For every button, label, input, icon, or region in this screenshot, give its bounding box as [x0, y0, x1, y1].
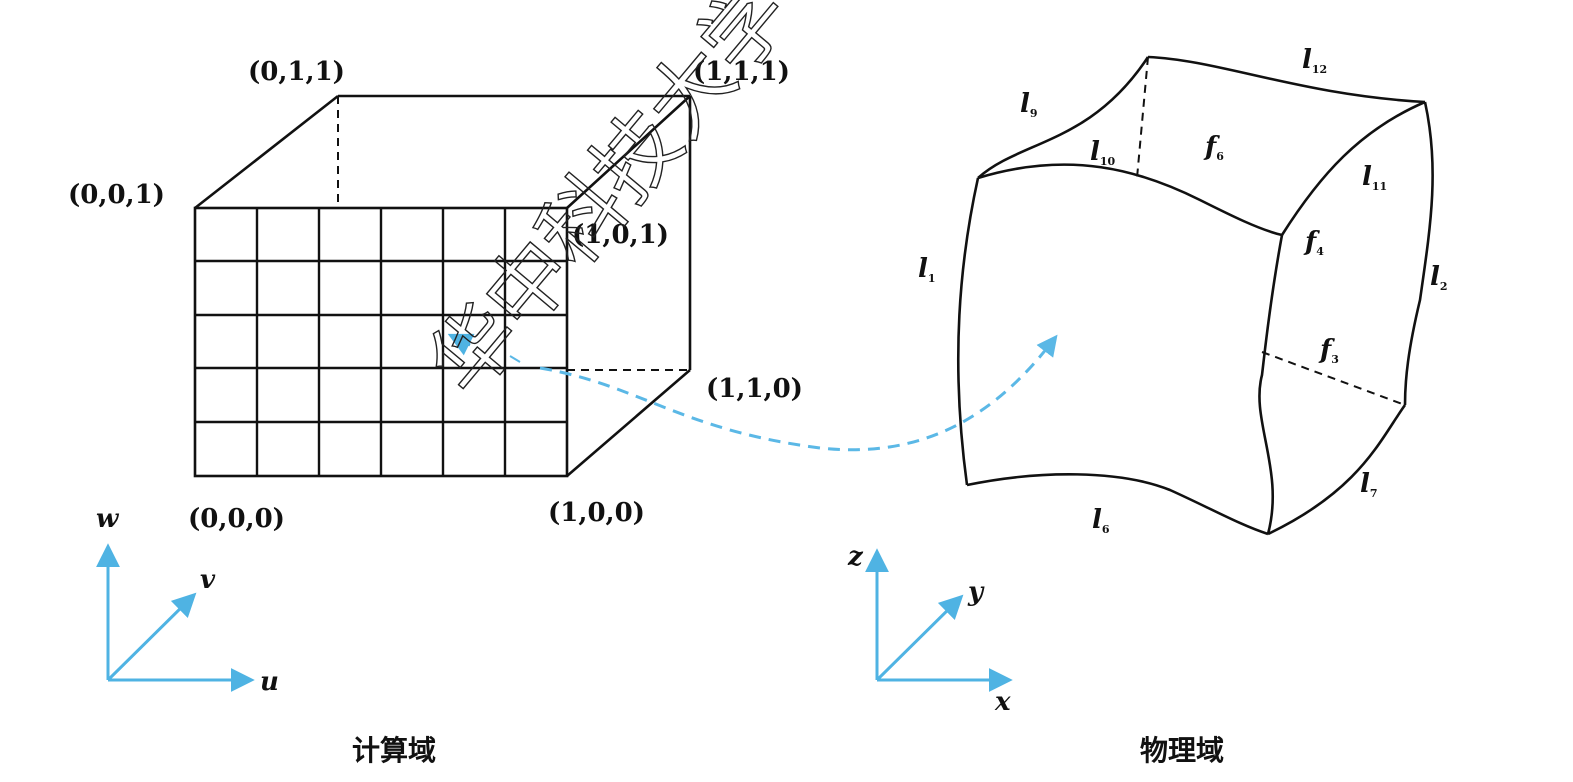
- axis-label-z: z: [847, 542, 864, 572]
- axis-label-w: w: [96, 504, 120, 534]
- vertex-label-100: (1,0,0): [548, 498, 645, 528]
- edge-top-left: [977, 56, 1150, 179]
- cube-grid: [195, 208, 567, 476]
- edge-bottom-right: [1267, 404, 1407, 536]
- mapping-arrow: [447, 333, 1058, 452]
- caption-computational-domain: 计算域: [352, 734, 436, 767]
- axis-label-y: y: [967, 577, 985, 607]
- edge-label-l7: l7: [1360, 469, 1378, 500]
- axis-label-u: u: [260, 667, 279, 697]
- edge-back-right: [1403, 101, 1434, 406]
- cube-top-edge-right: [566, 95, 691, 209]
- vertex-label-000: (0,0,0): [188, 504, 285, 534]
- vertex-label-011: (0,1,1): [248, 57, 345, 87]
- edge-front-right: [1258, 234, 1284, 535]
- physical-block: [956, 55, 1434, 536]
- edge-label-l9: l9: [1020, 89, 1038, 120]
- caption-physical-domain: 物理域: [1140, 734, 1224, 767]
- edge-label-l1: l1: [918, 254, 936, 285]
- xyz-axes: [865, 548, 1013, 692]
- edge-label-l10: l10: [1090, 137, 1116, 168]
- uvw-axes: [96, 543, 255, 692]
- cube-hidden-edges: [337, 96, 690, 371]
- vertex-label-101: (1,0,1): [572, 220, 669, 250]
- cube-bottom-edge-right: [566, 369, 691, 477]
- vertex-label-001: (0,0,1): [68, 180, 165, 210]
- cube-top-edge-left: [194, 94, 339, 210]
- axis-label-v: v: [200, 565, 216, 595]
- edge-label-l2: l2: [1430, 262, 1448, 293]
- edge-label-l11: l11: [1362, 162, 1387, 193]
- edge-front-left: [956, 177, 980, 486]
- face-label-f4: f4: [1303, 227, 1324, 258]
- edge-bottom-front: [966, 473, 1269, 536]
- physical-hidden-edges: [1136, 56, 1406, 406]
- watermark: 华中科技大学: [410, 0, 809, 413]
- edge-label-l12: l12: [1302, 45, 1327, 76]
- face-label-f6: f6: [1203, 132, 1224, 163]
- face-label-f3: f3: [1318, 335, 1339, 366]
- axis-label-x: x: [994, 687, 1011, 717]
- edge-top-right: [1280, 100, 1426, 236]
- edge-label-l6: l6: [1092, 505, 1110, 536]
- vertex-label-111: (1,1,1): [693, 57, 790, 87]
- edge-top-back: [1147, 55, 1426, 104]
- edge-top-front: [977, 163, 1283, 237]
- vertex-label-110: (1,1,0): [706, 374, 803, 404]
